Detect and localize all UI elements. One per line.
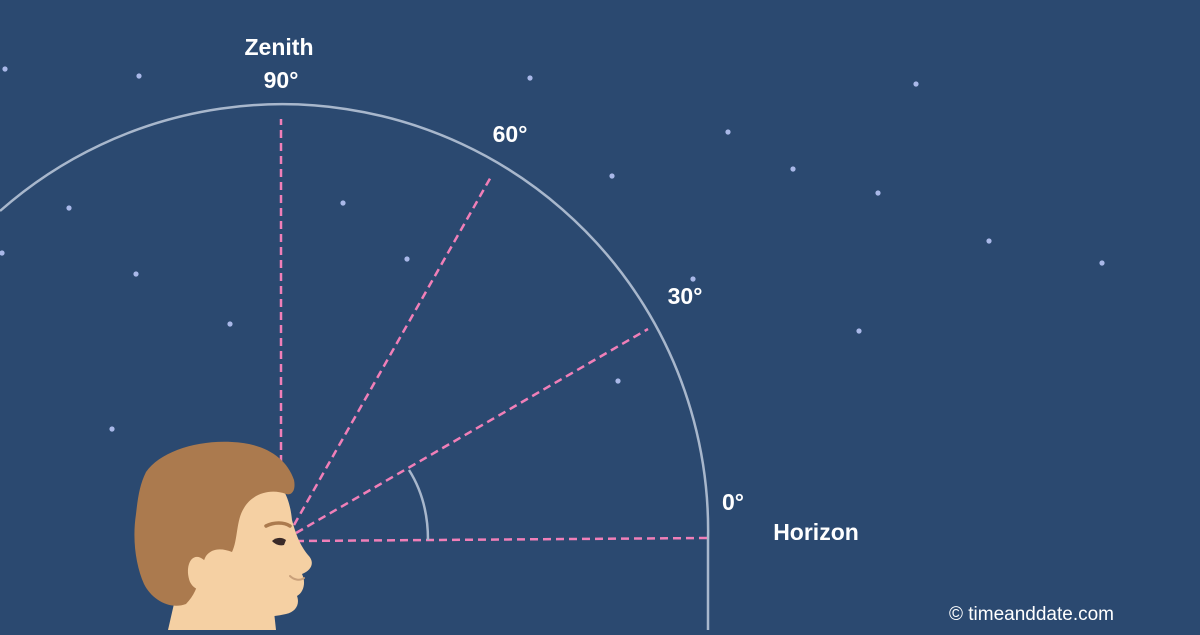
star <box>690 276 696 282</box>
horizon-label: Horizon <box>773 519 859 545</box>
star <box>527 75 533 81</box>
star <box>227 321 233 327</box>
star <box>913 81 919 87</box>
star <box>615 378 621 384</box>
eyebrow <box>264 521 292 528</box>
star <box>856 328 862 334</box>
star <box>609 173 615 179</box>
stars <box>0 66 1105 432</box>
credit-text: © timeanddate.com <box>949 604 1114 625</box>
altitude-lines <box>279 119 708 543</box>
degree-60-label: 60° <box>493 121 528 147</box>
mouth <box>289 575 305 581</box>
observer-head <box>134 441 312 630</box>
degree-0-label: 0° <box>722 489 744 515</box>
degree-30-label: 30° <box>668 283 703 309</box>
star <box>340 200 346 206</box>
star <box>2 66 8 72</box>
star <box>725 129 731 135</box>
sky-arc <box>0 102 710 630</box>
zenith-label: Zenith <box>245 34 314 60</box>
star <box>875 190 881 196</box>
eye <box>272 537 286 546</box>
altitude-line-60 <box>292 174 494 526</box>
star <box>66 205 72 211</box>
altitude-line-30 <box>295 327 649 535</box>
altitude-line-0 <box>295 536 708 543</box>
star <box>0 250 5 256</box>
star <box>986 238 992 244</box>
star <box>136 73 142 79</box>
star <box>109 426 115 432</box>
ear <box>187 556 214 591</box>
hair <box>134 441 295 606</box>
star <box>404 256 410 262</box>
star <box>133 271 139 277</box>
star <box>1099 260 1105 266</box>
star <box>790 166 796 172</box>
angle-arc <box>407 469 430 541</box>
degree-90-label: 90° <box>264 67 299 93</box>
